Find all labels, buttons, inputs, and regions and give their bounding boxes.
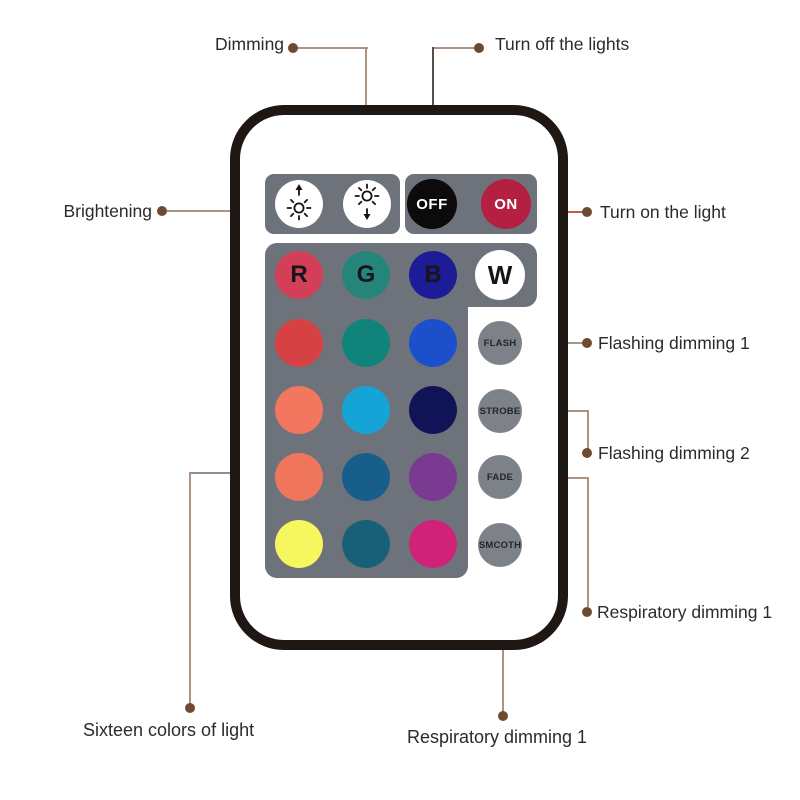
leader-line-dimming-h — [297, 47, 368, 49]
g-button[interactable]: G — [342, 251, 390, 299]
leader-dot-flash2 — [582, 448, 592, 458]
leader-line-sixteen-h — [190, 472, 267, 474]
mode-button-flash[interactable]: FLASH — [478, 321, 522, 365]
leader-line-brightening — [167, 210, 277, 212]
leader-dot-flash1 — [582, 338, 592, 348]
brighten-button[interactable] — [275, 180, 323, 228]
mode-button-strobe[interactable]: STROBE — [478, 389, 522, 433]
color-button-sky[interactable] — [342, 386, 390, 434]
color-button-steelblue[interactable] — [342, 453, 390, 501]
r-button[interactable]: R — [275, 251, 323, 299]
label-flashing-1: Flashing dimming 1 — [598, 333, 750, 353]
leader-dot-turnoff — [474, 43, 484, 53]
color-button-salmon[interactable] — [275, 453, 323, 501]
color-button-blue[interactable] — [409, 319, 457, 367]
leader-dot-dimming — [288, 43, 298, 53]
label-flashing-2: Flashing dimming 2 — [598, 443, 750, 463]
leader-line-turnoff-h — [433, 47, 476, 49]
color-button-coral[interactable] — [275, 386, 323, 434]
leader-dot-resp-bottom — [498, 711, 508, 721]
leader-dot-resp-right — [582, 607, 592, 617]
label-respiratory-right: Respiratory dimming 1 — [597, 602, 773, 622]
off-button[interactable]: OFF — [407, 179, 457, 229]
sun-brighten-icon — [286, 182, 312, 227]
leader-dot-turnon — [582, 207, 592, 217]
leader-dot-sixteen — [185, 703, 195, 713]
label-turn-on: Turn on the light — [600, 202, 726, 222]
color-button-yellow[interactable] — [275, 520, 323, 568]
w-button[interactable]: W — [475, 250, 525, 300]
leader-dot-brightening — [157, 206, 167, 216]
color-button-red[interactable] — [275, 319, 323, 367]
color-button-darkteal[interactable] — [342, 520, 390, 568]
color-button-navy[interactable] — [409, 386, 457, 434]
color-button-magenta[interactable] — [409, 520, 457, 568]
label-respiratory-bottom: Respiratory dimming 1 — [407, 727, 588, 747]
leader-line-resp-right-v — [587, 477, 589, 607]
color-button-teal[interactable] — [342, 319, 390, 367]
label-sixteen-colors: Sixteen colors of light — [83, 720, 255, 740]
color-button-purple[interactable] — [409, 453, 457, 501]
b-button[interactable]: B — [409, 251, 457, 299]
on-button[interactable]: ON — [481, 179, 531, 229]
mode-button-fade[interactable]: FADE — [478, 455, 522, 499]
dim-button[interactable] — [343, 180, 391, 228]
sun-dim-icon — [354, 182, 380, 227]
label-turn-off: Turn off the lights — [495, 34, 630, 54]
label-brightening: Brightening — [63, 201, 152, 221]
leader-line-flash2-v — [587, 410, 589, 449]
label-dimming: Dimming — [215, 34, 285, 54]
leader-line-sixteen-v — [189, 472, 191, 704]
mode-button-smooth[interactable]: SMCOTH — [478, 523, 522, 567]
